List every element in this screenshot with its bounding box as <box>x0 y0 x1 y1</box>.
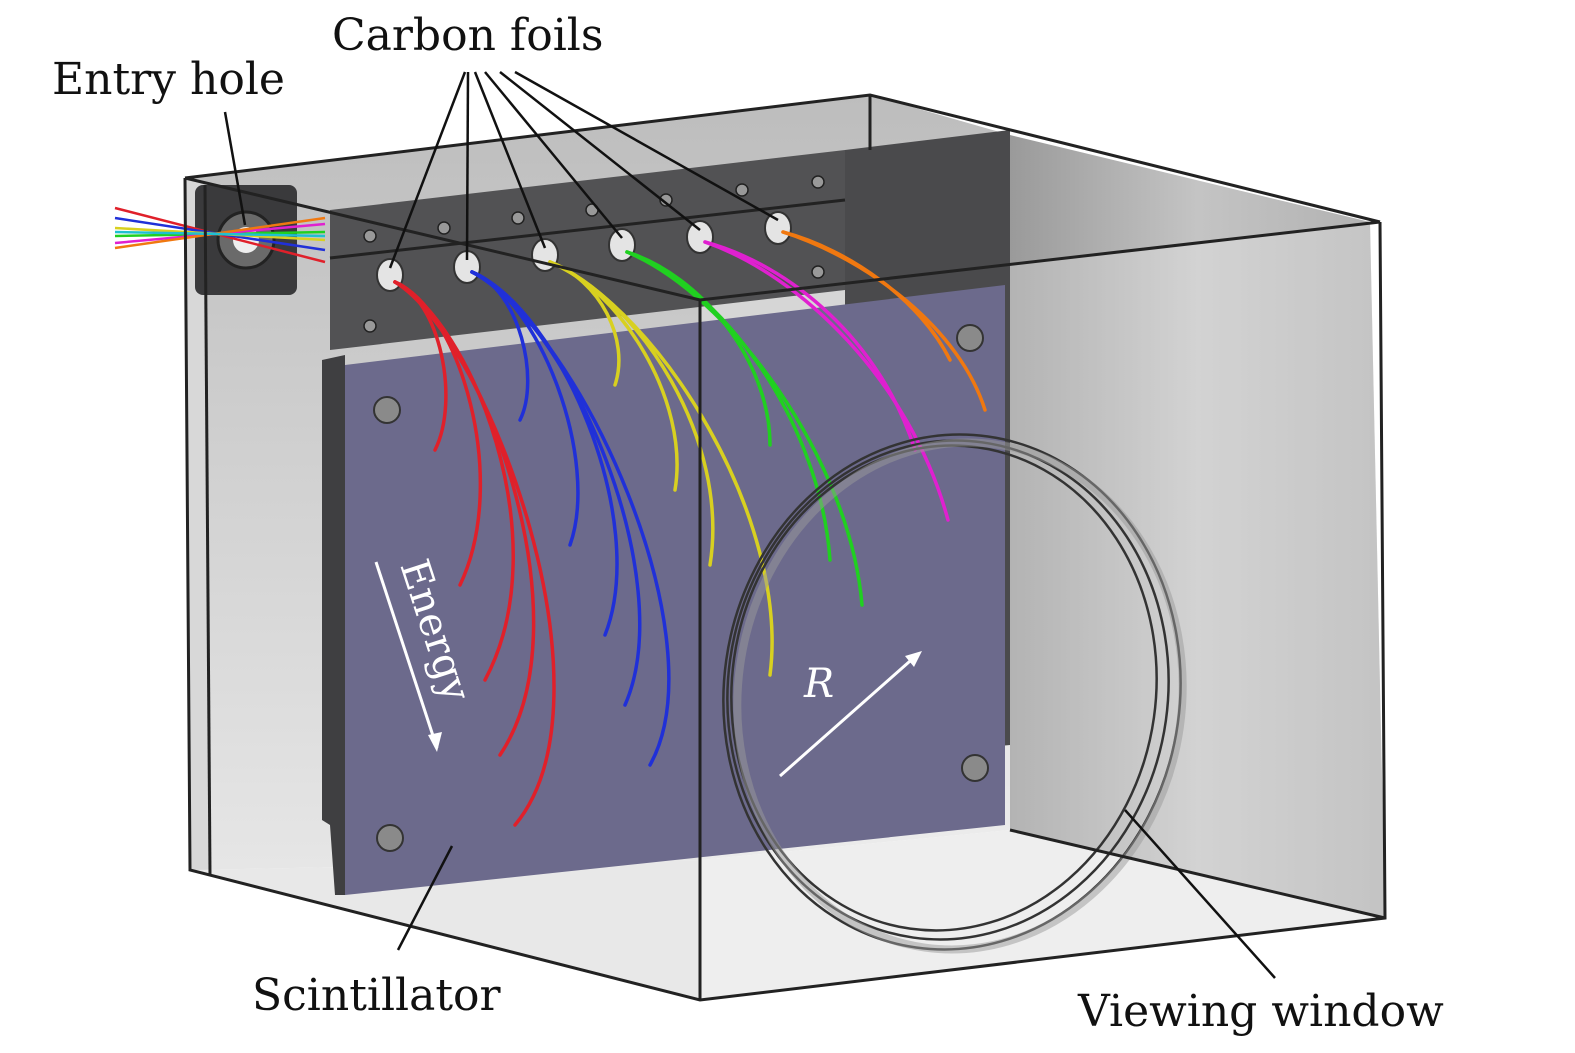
foil-holder <box>330 150 845 350</box>
viewing-window <box>722 433 1187 954</box>
scintillator <box>345 285 1005 895</box>
trajectories-red <box>393 280 556 827</box>
holder-screws <box>363 175 825 333</box>
scintillator-bolts <box>373 324 989 852</box>
box-edges <box>183 93 1387 1002</box>
box-right-wall <box>1010 135 1385 918</box>
energy-arrow <box>374 561 442 752</box>
entry-hole <box>195 185 297 295</box>
trajectories-blue <box>470 270 671 767</box>
radius-label: R <box>803 661 834 707</box>
incoming-beam <box>114 206 326 264</box>
trajectories-yellow <box>548 260 774 677</box>
carbon-foils-label: Carbon foils <box>332 10 603 61</box>
leader-lines <box>223 70 1276 979</box>
radius-arrow <box>779 651 922 778</box>
trajectories-magenta <box>703 240 950 522</box>
viewing-window-label: Viewing window <box>1077 986 1444 1037</box>
box-left-wall <box>185 178 210 875</box>
entry-hole-label: Entry hole <box>52 54 285 105</box>
scintillator-label: Scintillator <box>252 970 501 1021</box>
scintillator-frame <box>322 355 345 895</box>
